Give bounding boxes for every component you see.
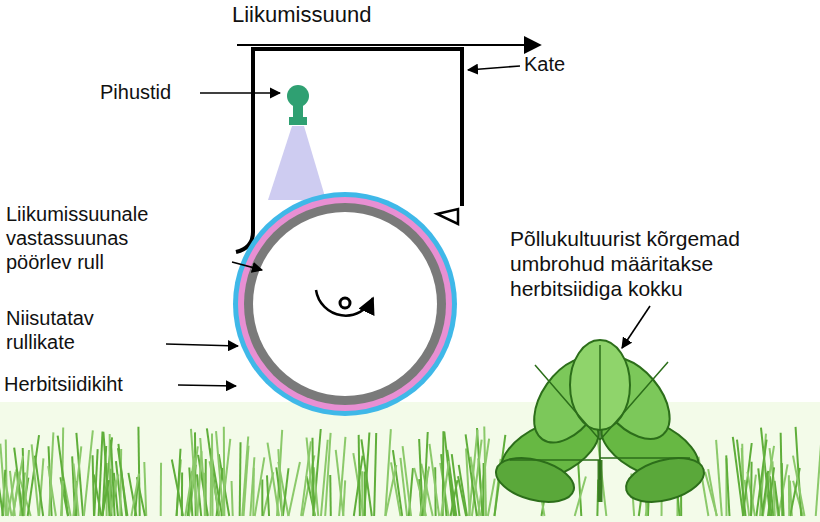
spray-nozzle (287, 85, 309, 125)
herbicide-layer-label: Herbitsiidikiht (4, 372, 180, 396)
roller (233, 192, 457, 416)
cover-label: Kate (524, 52, 604, 76)
weed-plant (491, 340, 709, 510)
spray-cone (268, 126, 326, 200)
leader-lines (166, 66, 650, 386)
roller-cover-label: Niisutatav rullikate (6, 306, 156, 354)
grass-crop (0, 426, 820, 516)
roller-label: Liikumissuunale vastassuunas pöörlev rul… (6, 202, 178, 274)
nozzle-label: Pihustid (100, 80, 200, 104)
ground (0, 402, 820, 522)
cover-flap (437, 209, 458, 224)
direction-arrow (237, 44, 540, 46)
direction-label: Liikumissuund (232, 2, 432, 28)
weed-label: Põllukultuurist kõrgemad umbrohud määrit… (510, 226, 810, 302)
